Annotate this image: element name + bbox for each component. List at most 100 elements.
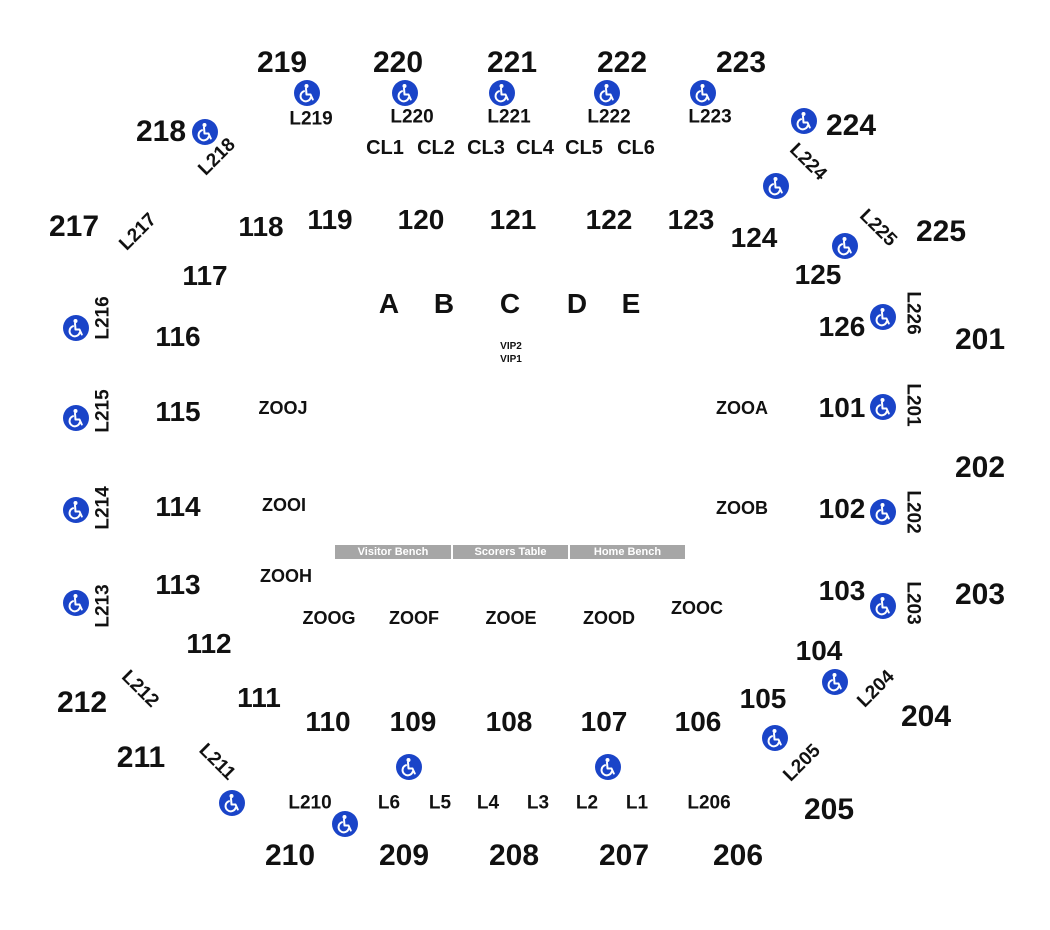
section-101[interactable]: 101 bbox=[818, 392, 866, 423]
section-124[interactable]: 124 bbox=[730, 222, 778, 253]
section-202[interactable]: 202 bbox=[954, 451, 1006, 484]
section-224[interactable]: 224 bbox=[825, 109, 877, 142]
loge-L5[interactable]: L5 bbox=[428, 792, 452, 814]
floor-C[interactable]: C bbox=[499, 288, 521, 319]
club-CL6[interactable]: CL6 bbox=[617, 137, 655, 159]
loge-L210[interactable]: L210 bbox=[288, 792, 332, 814]
loge-L3[interactable]: L3 bbox=[526, 792, 550, 814]
section-121[interactable]: 121 bbox=[489, 204, 537, 235]
section-104[interactable]: 104 bbox=[795, 635, 843, 666]
section-110[interactable]: 110 bbox=[305, 706, 351, 737]
section-114[interactable]: 114 bbox=[155, 491, 201, 522]
section-108[interactable]: 108 bbox=[485, 706, 533, 737]
zoo-G[interactable]: ZOOG bbox=[302, 608, 356, 628]
zoo-E[interactable]: ZOOE bbox=[485, 608, 537, 628]
loge-L213[interactable]: L213 bbox=[92, 584, 114, 628]
loge-L4[interactable]: L4 bbox=[476, 792, 500, 814]
wheelchair-icon bbox=[219, 790, 245, 816]
zoo-A[interactable]: ZOOA bbox=[716, 398, 768, 418]
club-CL5[interactable]: CL5 bbox=[565, 137, 603, 159]
section-222[interactable]: 222 bbox=[596, 46, 648, 79]
section-116[interactable]: 116 bbox=[155, 321, 201, 352]
loge-L2[interactable]: L2 bbox=[575, 792, 599, 814]
loge-L1[interactable]: L1 bbox=[625, 792, 649, 814]
section-123[interactable]: 123 bbox=[667, 204, 715, 235]
section-211[interactable]: 211 bbox=[116, 741, 166, 774]
section-205[interactable]: 205 bbox=[803, 793, 855, 826]
club-CL1[interactable]: CL1 bbox=[366, 137, 404, 159]
section-119[interactable]: 119 bbox=[307, 204, 353, 235]
loge-L217[interactable]: L217 bbox=[115, 209, 161, 255]
section-125[interactable]: 125 bbox=[794, 259, 842, 290]
floor-VIP1[interactable]: VIP1 bbox=[500, 354, 522, 365]
section-225[interactable]: 225 bbox=[915, 215, 967, 248]
section-223[interactable]: 223 bbox=[715, 46, 767, 79]
section-207[interactable]: 207 bbox=[598, 839, 650, 872]
section-221[interactable]: 221 bbox=[486, 46, 538, 79]
section-106[interactable]: 106 bbox=[674, 706, 722, 737]
loge-L222[interactable]: L222 bbox=[587, 106, 631, 128]
section-206[interactable]: 206 bbox=[712, 839, 764, 872]
loge-L223[interactable]: L223 bbox=[688, 106, 732, 128]
loge-L203[interactable]: L203 bbox=[902, 581, 924, 625]
section-107[interactable]: 107 bbox=[580, 706, 628, 737]
club-CL4[interactable]: CL4 bbox=[516, 137, 554, 159]
floor-E[interactable]: E bbox=[621, 288, 641, 319]
section-117[interactable]: 117 bbox=[182, 260, 228, 291]
section-220[interactable]: 220 bbox=[372, 46, 424, 79]
section-218[interactable]: 218 bbox=[135, 115, 187, 148]
section-120[interactable]: 120 bbox=[397, 204, 445, 235]
section-105[interactable]: 105 bbox=[739, 683, 787, 714]
zoo-H[interactable]: ZOOH bbox=[260, 566, 312, 586]
loge-L204[interactable]: L204 bbox=[853, 666, 899, 712]
zoo-F[interactable]: ZOOF bbox=[389, 608, 439, 628]
section-112[interactable]: 112 bbox=[186, 628, 232, 659]
loge-L224[interactable]: L224 bbox=[785, 139, 831, 185]
section-208[interactable]: 208 bbox=[488, 839, 540, 872]
club-CL2[interactable]: CL2 bbox=[417, 137, 455, 159]
section-209[interactable]: 209 bbox=[378, 839, 430, 872]
zoo-I[interactable]: ZOOI bbox=[262, 495, 306, 515]
loge-L225[interactable]: L225 bbox=[855, 205, 901, 251]
zoo-D[interactable]: ZOOD bbox=[583, 608, 635, 628]
section-113[interactable]: 113 bbox=[155, 569, 201, 600]
section-219[interactable]: 219 bbox=[256, 46, 308, 79]
section-126[interactable]: 126 bbox=[818, 311, 866, 342]
section-103[interactable]: 103 bbox=[818, 575, 866, 606]
zoo-J[interactable]: ZOOJ bbox=[258, 398, 308, 418]
loge-L221[interactable]: L221 bbox=[487, 106, 531, 128]
wheelchair-icon bbox=[63, 315, 89, 341]
loge-L6[interactable]: L6 bbox=[377, 792, 401, 814]
zoo-C[interactable]: ZOOC bbox=[671, 598, 723, 618]
zoo-B[interactable]: ZOOB bbox=[716, 498, 768, 518]
floor-VIP2[interactable]: VIP2 bbox=[500, 341, 522, 352]
loge-L212[interactable]: L212 bbox=[117, 666, 163, 712]
section-109[interactable]: 109 bbox=[389, 706, 437, 737]
loge-L220[interactable]: L220 bbox=[390, 106, 434, 128]
loge-L226[interactable]: L226 bbox=[902, 291, 924, 335]
section-201[interactable]: 201 bbox=[954, 323, 1006, 356]
loge-L202[interactable]: L202 bbox=[902, 490, 924, 534]
loge-L206[interactable]: L206 bbox=[687, 792, 731, 814]
section-122[interactable]: 122 bbox=[585, 204, 633, 235]
section-111[interactable]: 111 bbox=[237, 682, 281, 713]
section-217[interactable]: 217 bbox=[48, 210, 100, 243]
floor-D[interactable]: D bbox=[566, 288, 588, 319]
section-210[interactable]: 210 bbox=[264, 839, 316, 872]
floor-A[interactable]: A bbox=[378, 288, 400, 319]
wheelchair-icon bbox=[870, 304, 896, 330]
section-212[interactable]: 212 bbox=[56, 686, 108, 719]
section-115[interactable]: 115 bbox=[155, 396, 201, 427]
club-CL3[interactable]: CL3 bbox=[467, 137, 505, 159]
loge-L216[interactable]: L216 bbox=[92, 296, 114, 340]
loge-L219[interactable]: L219 bbox=[289, 108, 333, 130]
loge-L215[interactable]: L215 bbox=[92, 389, 114, 433]
loge-L214[interactable]: L214 bbox=[92, 486, 114, 530]
loge-L211[interactable]: L211 bbox=[194, 739, 240, 785]
section-102[interactable]: 102 bbox=[818, 493, 866, 524]
section-204[interactable]: 204 bbox=[900, 700, 952, 733]
section-118[interactable]: 118 bbox=[238, 211, 284, 242]
floor-B[interactable]: B bbox=[433, 288, 455, 319]
section-203[interactable]: 203 bbox=[954, 578, 1006, 611]
loge-L201[interactable]: L201 bbox=[902, 383, 924, 427]
